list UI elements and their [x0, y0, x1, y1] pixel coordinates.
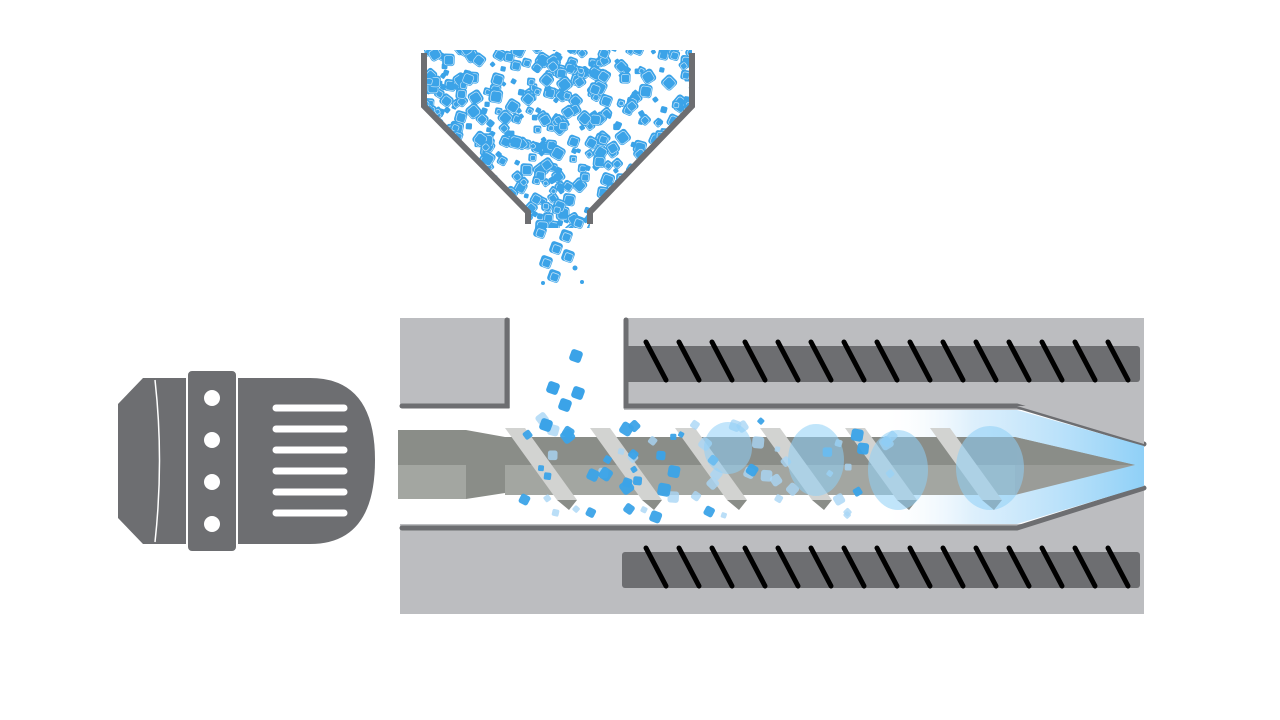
hopper-wall-left	[421, 53, 531, 224]
hopper	[421, 50, 695, 285]
falling-pellets	[531, 213, 587, 285]
motor-bolts	[204, 390, 220, 532]
motor-body	[118, 378, 375, 544]
hopper-wall-right	[587, 53, 695, 224]
motor-terminal-plate	[186, 369, 238, 553]
heater-bands	[622, 339, 1140, 589]
melt-blobs	[704, 422, 1024, 510]
screw-pellets	[518, 349, 898, 524]
motor-vents	[272, 404, 348, 517]
feed-block	[400, 318, 510, 408]
motor	[118, 369, 375, 553]
screw	[398, 349, 1135, 524]
